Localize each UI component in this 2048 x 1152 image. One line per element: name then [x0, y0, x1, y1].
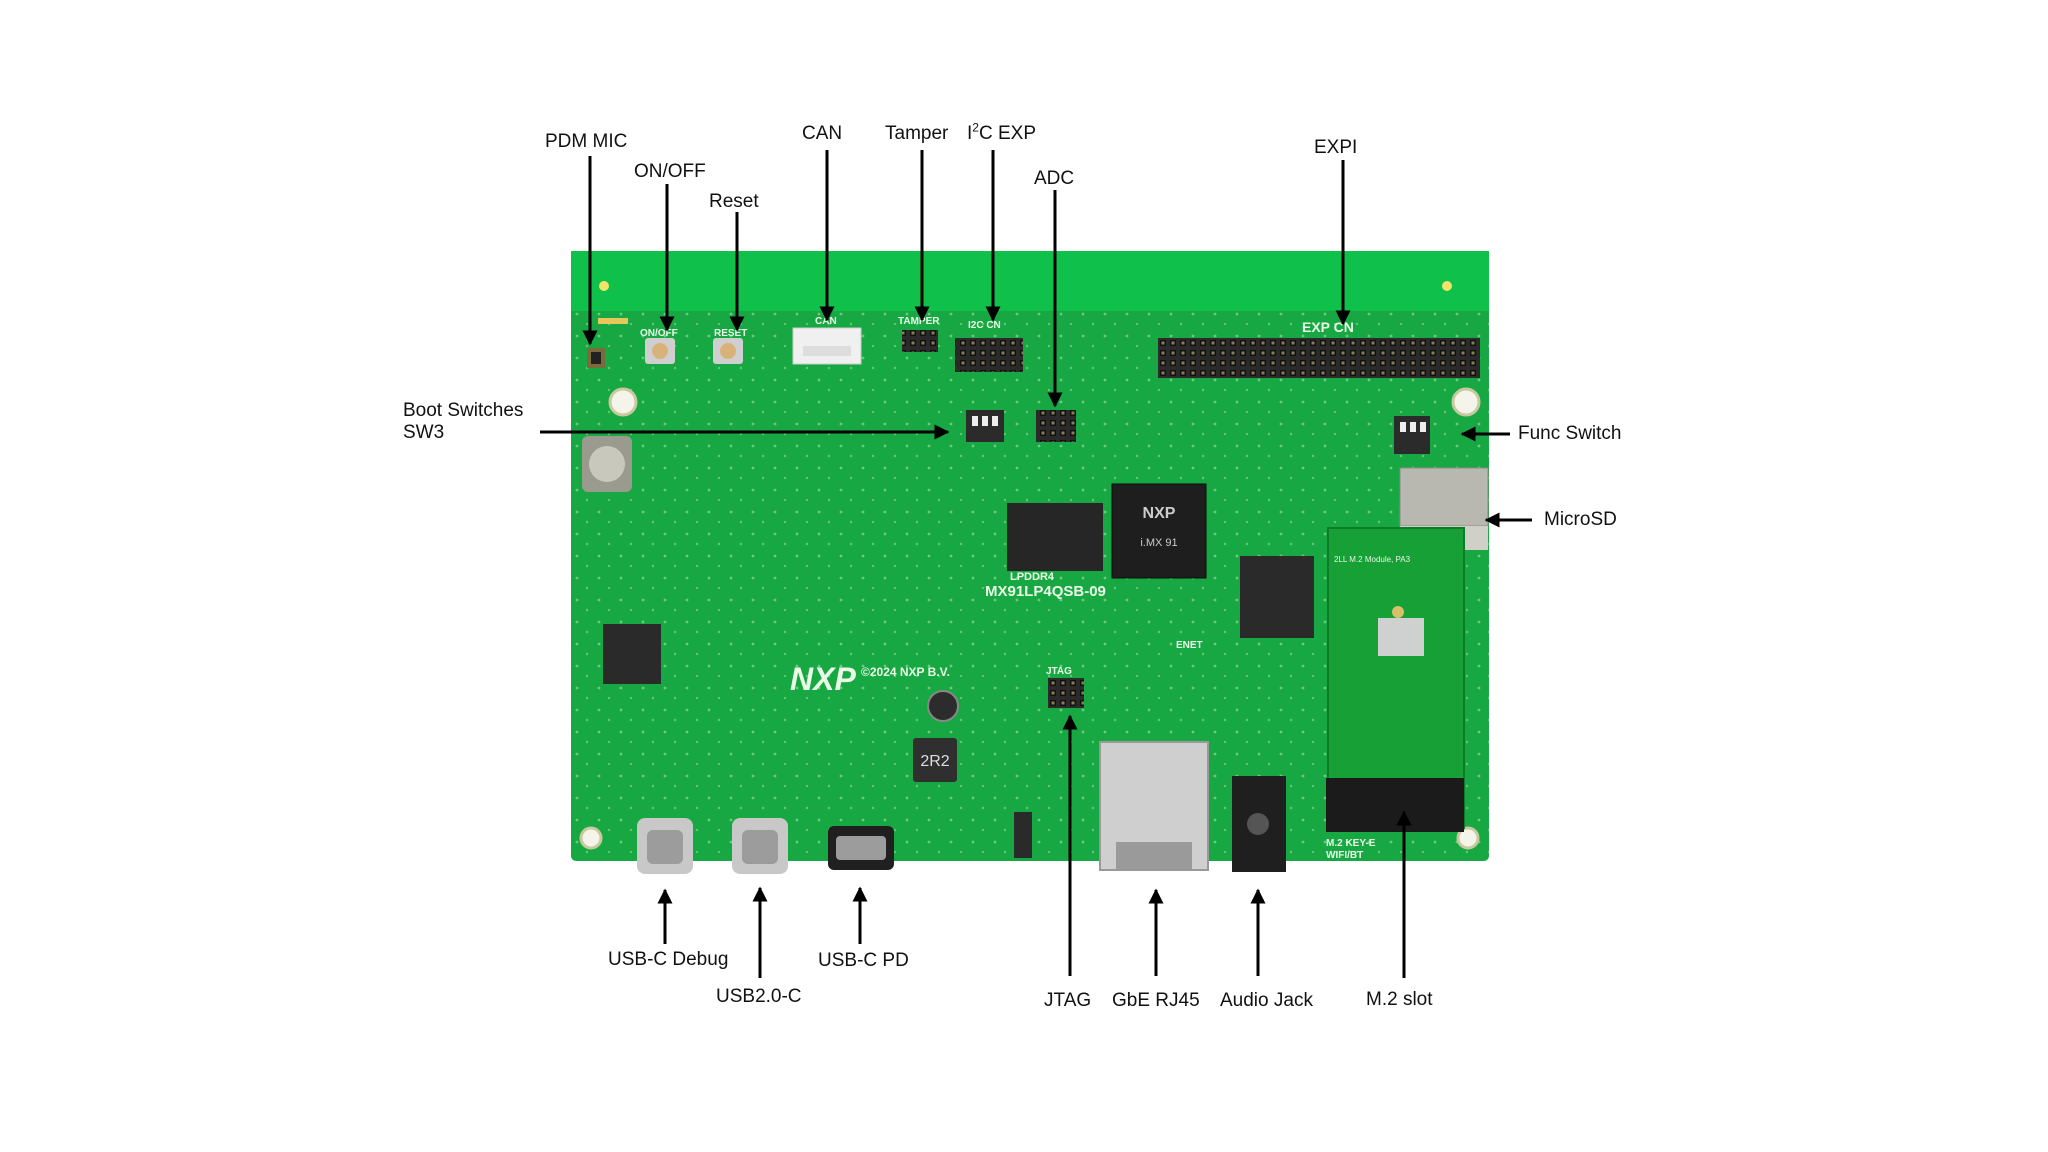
label-usb-c-pd: USB-C PD [818, 950, 909, 971]
rj45-jack [1099, 741, 1209, 871]
silkscreen-can: CAN [815, 316, 837, 327]
inductor-label: 2R2 [920, 753, 949, 770]
soc-text: i.MX 91 [1140, 537, 1177, 549]
audio-jack [1232, 776, 1286, 872]
expi-header [1158, 338, 1480, 378]
label-gbe-rj45: GbE RJ45 [1112, 990, 1200, 1011]
can-connector [792, 327, 862, 365]
label-usb2-c: USB2.0-C [716, 986, 802, 1007]
coin-cell-holder [582, 436, 632, 492]
power-switch [1014, 812, 1032, 858]
silkscreen-tamper: TAMPER [898, 316, 940, 327]
pmic-chip [1240, 556, 1314, 638]
label-boot-switches-line2: SW3 [403, 422, 445, 443]
lpddr4-chip [1007, 503, 1103, 571]
tamper-header [902, 330, 938, 352]
label-jtag: JTAG [1044, 990, 1092, 1011]
label-can: CAN [802, 123, 843, 144]
func-switch [1394, 416, 1430, 454]
label-expi: EXPI [1314, 137, 1358, 158]
label-reset: Reset [709, 191, 759, 212]
label-i2c-exp-sup: 2 [972, 120, 979, 135]
usb-c-pd-port [828, 826, 894, 870]
soc-chip: NXP i.MX 91 [1111, 483, 1207, 579]
label-i2c-exp: I2C EXP [967, 120, 1036, 145]
microsd-slot [1399, 467, 1489, 550]
capacitor [927, 690, 959, 722]
boot-switches [966, 410, 1004, 442]
adc-header [1036, 410, 1076, 442]
m2-module-text: 2LL M.2 Module, PA3 [1334, 555, 1411, 564]
i2c-exp-header [955, 338, 1023, 372]
label-m2-slot: M.2 slot [1366, 989, 1433, 1010]
soc-logo-text: NXP [1143, 505, 1176, 522]
m2-slot-connector [1326, 778, 1464, 832]
label-tamper: Tamper [885, 123, 949, 144]
inductor: 2R2 [913, 738, 957, 782]
silkscreen-reset: RESET [714, 328, 747, 339]
jtag-header [1048, 678, 1084, 708]
label-pdm-mic: PDM MIC [545, 131, 628, 152]
label-i2c-exp-suffix: C EXP [978, 123, 1036, 144]
silkscreen-on-off: ON/OFF [640, 328, 678, 339]
silkscreen-m2-line2: WIFI/BT [1326, 850, 1363, 861]
label-boot-switches-line1: Boot Switches [403, 400, 524, 421]
silkscreen-i2c-cn: I2C CN [968, 320, 1001, 331]
label-func-switch: Func Switch [1518, 423, 1622, 444]
silkscreen-lpddr4: LPDDR4 [1010, 571, 1055, 583]
usb-c-debug-port [637, 818, 693, 874]
silkscreen-copyright: ©2024 NXP B.V. [861, 665, 950, 679]
label-audio-jack: Audio Jack [1220, 990, 1313, 1011]
silkscreen-jtag: JTAG [1046, 666, 1072, 677]
on-off-button [645, 338, 675, 364]
callout-arrows [540, 150, 1532, 978]
silkscreen-model: MX91LP4QSB-09 [985, 583, 1106, 600]
silkscreen-m2-line1: M.2 KEY-E [1326, 838, 1376, 849]
usb2-c-port [732, 818, 788, 874]
label-usb-c-debug: USB-C Debug [608, 949, 729, 970]
reset-button [713, 338, 743, 364]
label-adc: ADC [1034, 168, 1075, 189]
silkscreen-enet: ENET [1176, 640, 1203, 651]
silkscreen-exp-cn: EXP CN [1302, 319, 1354, 335]
label-microsd: MicroSD [1544, 509, 1617, 530]
pdm-mic-component [587, 318, 628, 368]
label-on-off: ON/OFF [634, 161, 706, 182]
label-i2c-exp-prefix: I [967, 123, 973, 144]
silkscreen-logo: NXP [790, 661, 856, 697]
mcu-chip [603, 624, 661, 684]
